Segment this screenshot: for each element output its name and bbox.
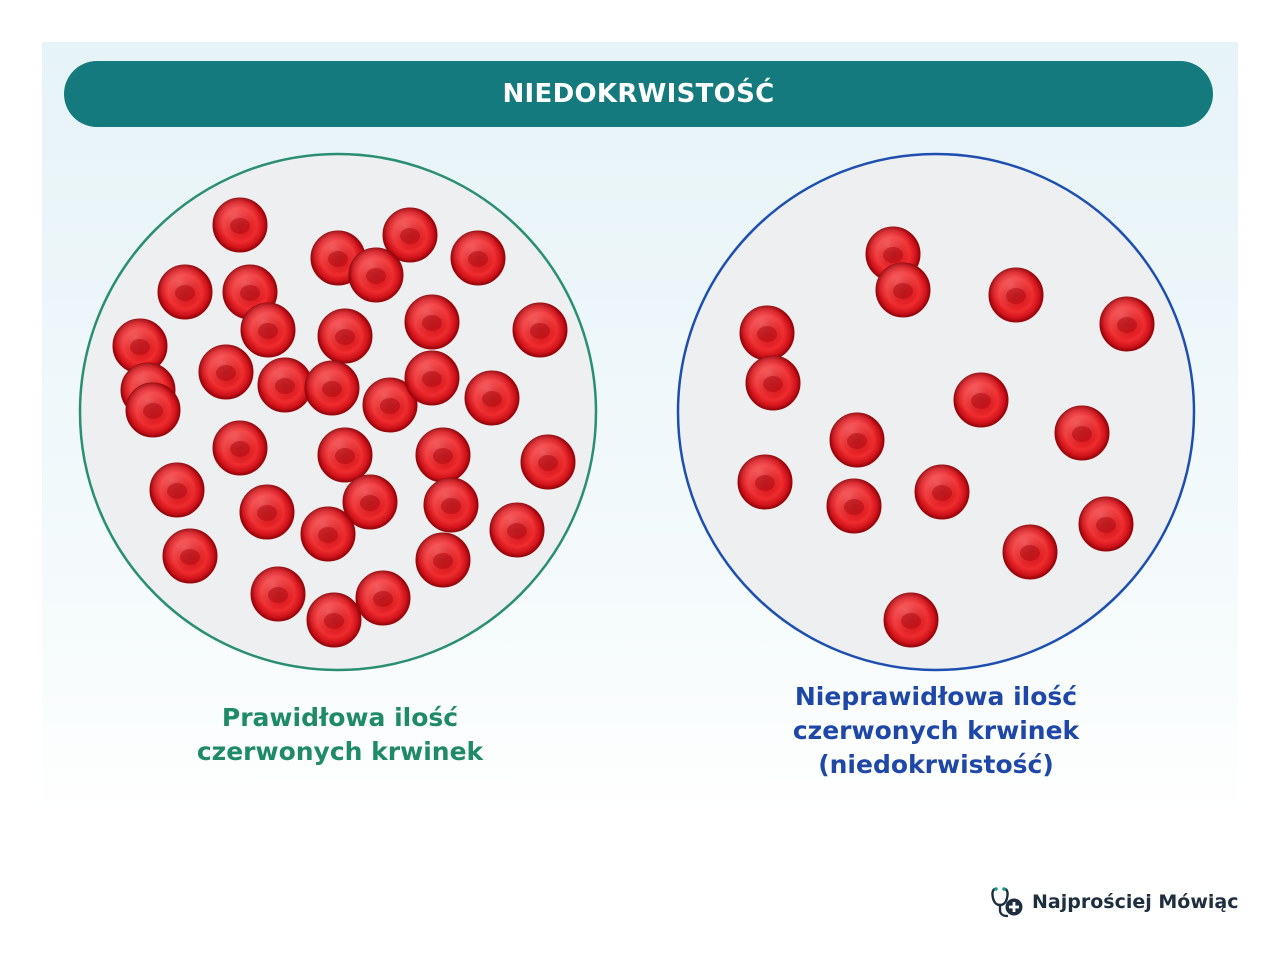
red-blood-cell [212,197,268,253]
red-blood-cell [450,230,506,286]
red-blood-cell [348,247,404,303]
red-blood-cell [212,420,268,476]
red-blood-cell [1002,524,1058,580]
red-blood-cell [306,592,362,648]
red-blood-cell [317,308,373,364]
red-blood-cell [198,344,254,400]
red-blood-cell [423,477,479,533]
red-blood-cell [826,478,882,534]
red-blood-cell [342,474,398,530]
red-blood-cell [415,427,471,483]
red-blood-cell [512,302,568,358]
red-blood-cell [362,377,418,433]
red-blood-cell [953,372,1009,428]
brand-name: Najprościej Mówiąc [1032,891,1239,913]
red-blood-cell [157,264,213,320]
red-blood-cell [745,355,801,411]
red-blood-cell [875,262,931,318]
normal-caption-line-1: Prawidłowa ilość [221,703,459,732]
red-blood-cell [149,462,205,518]
red-blood-cell [257,357,313,413]
red-blood-cell [239,484,295,540]
red-blood-cell [883,592,939,648]
red-blood-cell [1099,296,1155,352]
red-blood-cell [520,434,576,490]
red-blood-cell [304,360,360,416]
red-blood-cell [988,267,1044,323]
red-blood-cell [829,412,885,468]
anemia-cells-group [737,226,1155,648]
red-blood-cell [112,318,168,374]
red-blood-cell [382,207,438,263]
red-blood-cell [1054,405,1110,461]
red-blood-cell [240,302,296,358]
red-blood-cell [404,350,460,406]
red-blood-cell [404,294,460,350]
red-blood-cell [317,427,373,483]
brand-logo: Najprościej Mówiąc [990,886,1238,918]
red-blood-cell [1078,496,1134,552]
anemia-caption-line-2: czerwonych krwinek [792,716,1080,745]
red-blood-cell [415,532,471,588]
red-blood-cell [250,566,306,622]
normal-caption-line-2: czerwonych krwinek [196,737,484,766]
red-blood-cell [125,382,181,438]
anemia-caption-line-3: (niedokrwistość) [818,750,1054,779]
normal-cells-group [112,197,576,648]
red-blood-cell [739,305,795,361]
red-blood-cell [489,502,545,558]
red-blood-cell [464,370,520,426]
anemia-caption: Nieprawidłowa ilość czerwonych krwinek (… [736,680,1136,782]
red-blood-cell [355,570,411,626]
red-blood-cell [914,464,970,520]
title-bar: NIEDOKRWISTOŚĆ [64,61,1213,127]
normal-caption: Prawidłowa ilość czerwonych krwinek [140,701,540,769]
red-blood-cell [300,506,356,562]
anemia-cells-circle [676,152,1196,672]
red-blood-cell [737,454,793,510]
page-title: NIEDOKRWISTOŚĆ [502,79,775,109]
stethoscope-plus-icon [991,887,1023,918]
red-blood-cell [162,528,218,584]
anemia-caption-line-1: Nieprawidłowa ilość [794,682,1078,711]
